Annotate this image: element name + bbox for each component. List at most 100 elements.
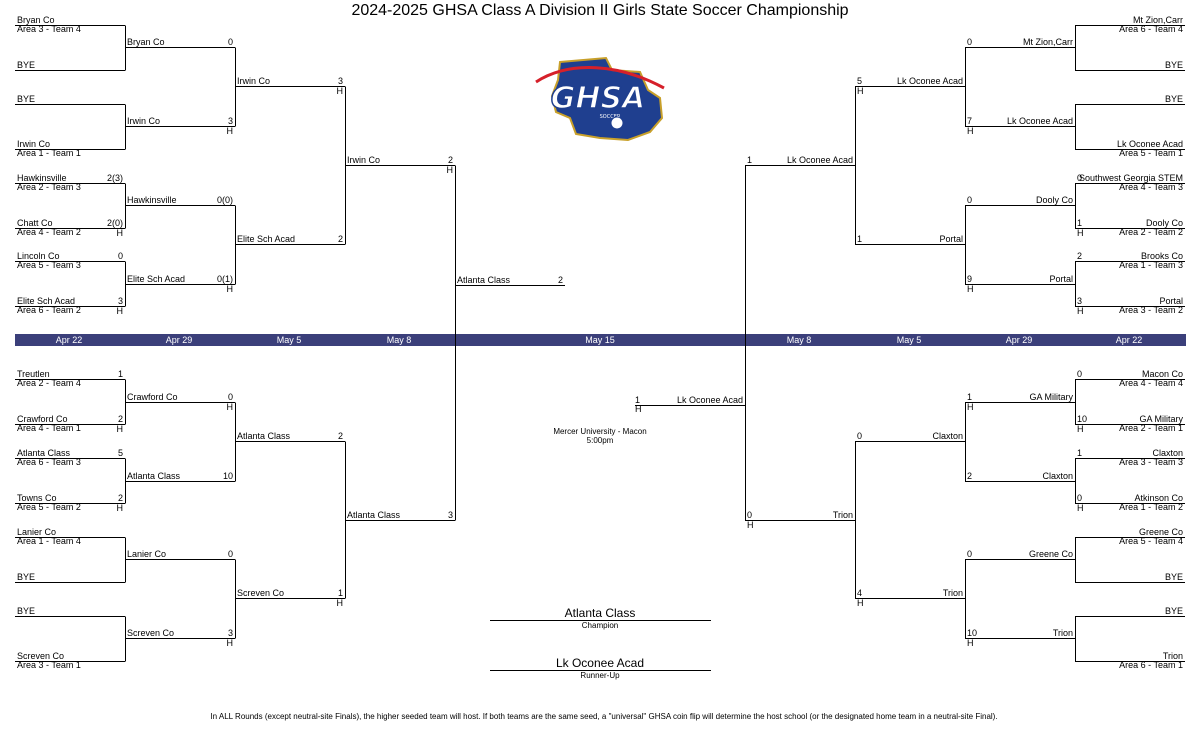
r2-team-score: 10 — [223, 471, 233, 481]
r2-team-score: 1 — [967, 392, 972, 402]
r1-host-marker: H — [1077, 503, 1084, 513]
champion-name: Atlanta Class — [565, 606, 636, 620]
r1-team-name: Greene Co — [1139, 527, 1183, 537]
r1-team-score: 1 — [1077, 218, 1082, 228]
qf-team-score: 2 — [338, 234, 343, 244]
r1-team-seed: Area 1 - Team 2 — [1119, 502, 1183, 512]
r1-team-name: Dooly Co — [1146, 218, 1183, 228]
r2-team-name: Atlanta Class — [127, 471, 181, 481]
sf-team-name: Trion — [833, 510, 853, 520]
r1-host-marker: H — [1077, 424, 1084, 434]
r1-team-name: Atlanta Class — [17, 448, 71, 458]
r1-team-seed: Area 5 - Team 3 — [17, 260, 81, 270]
logo-subtext: SOCCER — [600, 114, 621, 120]
round-date-label: May 5 — [897, 335, 922, 345]
r1-team-name: Towns Co — [17, 493, 57, 503]
r1-team-name: Macon Co — [1142, 369, 1183, 379]
r1-team-name: BYE — [1165, 572, 1183, 582]
r1-team-name: BYE — [17, 60, 35, 70]
r1-host-marker: H — [117, 424, 124, 434]
r1-team-seed: Area 4 - Team 2 — [17, 227, 81, 237]
sf-team-name: Atlanta Class — [347, 510, 401, 520]
r2-team-name: Crawford Co — [127, 392, 178, 402]
georgia-map-icon — [550, 56, 664, 142]
r2-team-name: Greene Co — [1029, 549, 1073, 559]
r1-team-seed: Area 2 - Team 1 — [1119, 423, 1183, 433]
r1-team-name: Irwin Co — [17, 139, 50, 149]
round-date-label: May 8 — [787, 335, 812, 345]
r1-team-score: 0 — [1077, 173, 1082, 183]
r1-team-name: Bryan Co — [17, 15, 55, 25]
r2-team-score: 3 — [228, 116, 233, 126]
qf-team-name: Elite Sch Acad — [237, 234, 295, 244]
r1-team-seed: Area 6 - Team 1 — [1119, 660, 1183, 670]
bracket-title: 2024-2025 GHSA Class A Division II Girls… — [351, 2, 848, 19]
round-date-bar — [15, 334, 1186, 346]
round-date-label: Apr 22 — [1116, 335, 1143, 345]
final-team-name: Atlanta Class — [457, 275, 511, 285]
r1-team-name: Elite Sch Acad — [17, 296, 75, 306]
r2-host-marker: H — [967, 402, 974, 412]
sf-team-score: 0 — [747, 510, 752, 520]
r2-team-score: 10 — [967, 628, 977, 638]
r2-team-score: 0 — [228, 392, 233, 402]
r1-team-name: Chatt Co — [17, 218, 53, 228]
r1-team-score: 2(3) — [107, 173, 123, 183]
qf-team-score: 4 — [857, 588, 862, 598]
qf-team-score: 5 — [857, 76, 862, 86]
logo-text: GHSA — [551, 81, 646, 116]
qf-team-score: 3 — [338, 76, 343, 86]
r2-team-score: 0 — [228, 549, 233, 559]
r1-team-score: 2(0) — [107, 218, 123, 228]
round-date-label: May 5 — [277, 335, 302, 345]
r1-team-name: Brooks Co — [1141, 251, 1183, 261]
r1-team-name: Claxton — [1152, 448, 1183, 458]
round-date-label: Apr 29 — [1006, 335, 1033, 345]
qf-team-name: Atlanta Class — [237, 431, 291, 441]
r2-team-score: 0(0) — [217, 195, 233, 205]
r1-host-marker: H — [1077, 228, 1084, 238]
r1-team-name: Lincoln Co — [17, 251, 60, 261]
round-date-label: May 8 — [387, 335, 412, 345]
r1-team-score: 2 — [1077, 251, 1082, 261]
final-team-score: 1 — [635, 395, 640, 405]
round-date-label: Apr 29 — [166, 335, 193, 345]
r2-team-name: Portal — [1049, 274, 1073, 284]
r2-team-name: Claxton — [1042, 471, 1073, 481]
soccer-ball-icon — [610, 116, 624, 130]
r1-team-seed: Area 4 - Team 4 — [1119, 378, 1183, 388]
venue-time: 5:00pm — [587, 436, 614, 445]
r1-team-score: 10 — [1077, 414, 1087, 424]
r1-team-seed: Area 6 - Team 2 — [17, 305, 81, 315]
r2-team-score: 7 — [967, 116, 972, 126]
r1-team-score: 0 — [1077, 493, 1082, 503]
r2-team-name: GA Military — [1029, 392, 1073, 402]
r2-team-score: 0 — [967, 195, 972, 205]
sf-host-marker: H — [747, 520, 754, 530]
runner-up-name: Lk Oconee Acad — [556, 656, 644, 670]
r2-team-score: 0 — [967, 549, 972, 559]
r1-host-marker: H — [117, 503, 124, 513]
final-team-name: Lk Oconee Acad — [677, 395, 743, 405]
r1-team-name: BYE — [17, 606, 35, 616]
r1-team-score: 3 — [118, 296, 123, 306]
qf-team-score: 2 — [338, 431, 343, 441]
r2-host-marker: H — [967, 284, 974, 294]
r2-team-score: 2 — [967, 471, 972, 481]
r2-team-name: Elite Sch Acad — [127, 274, 185, 284]
r2-host-marker: H — [227, 402, 234, 412]
sf-team-name: Lk Oconee Acad — [787, 155, 853, 165]
qf-team-name: Claxton — [932, 431, 963, 441]
r1-team-seed: Area 5 - Team 2 — [17, 502, 81, 512]
r2-team-name: Hawkinsville — [127, 195, 177, 205]
r1-team-name: BYE — [1165, 60, 1183, 70]
sf-host-marker: H — [447, 165, 454, 175]
r1-team-name: Screven Co — [17, 651, 64, 661]
qf-team-name: Trion — [943, 588, 963, 598]
r1-team-name: BYE — [17, 94, 35, 104]
final-host-marker: H — [635, 404, 642, 414]
sf-team-score: 2 — [448, 155, 453, 165]
